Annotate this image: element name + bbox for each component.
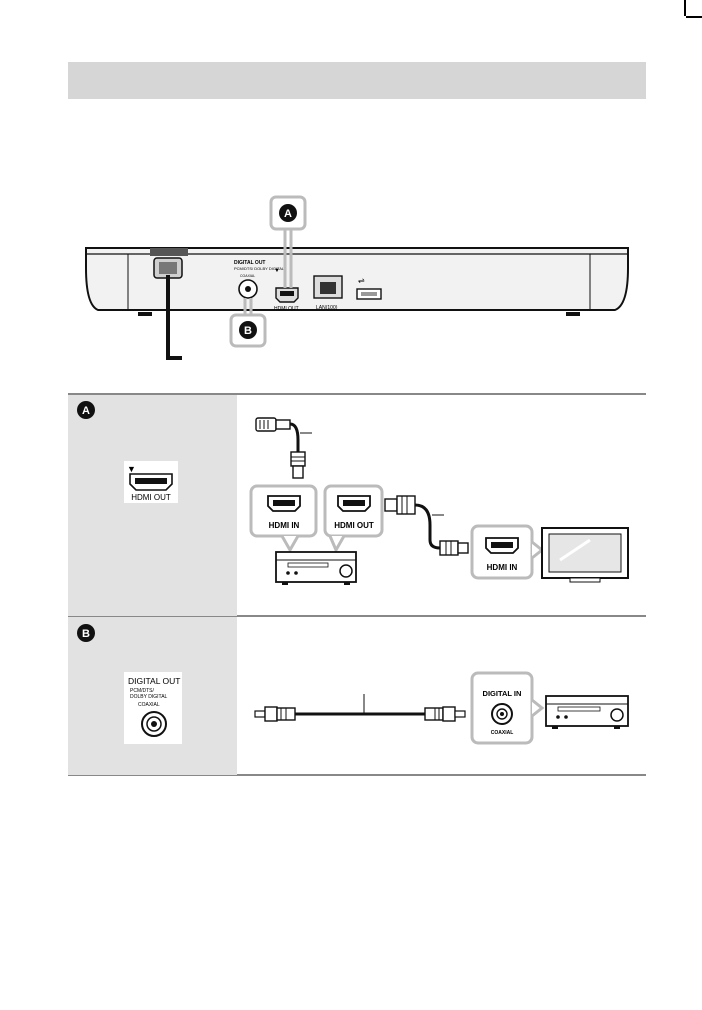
- lan-label: LAN(100): [316, 305, 338, 311]
- lan-port: [313, 275, 343, 299]
- amp-hdmi-out-bubble: HDMI OUT: [323, 484, 384, 538]
- svg-text:A: A: [284, 208, 292, 220]
- amp-digital-in-label: DIGITAL IN: [483, 689, 522, 698]
- player-coaxial-label: COAXIAL: [240, 274, 255, 278]
- row-a-badge: A: [77, 401, 95, 419]
- tv-hdmi-in-bubble: HDMI IN: [470, 524, 545, 580]
- coaxial-cable: [254, 694, 466, 722]
- svg-text:B: B: [82, 628, 90, 640]
- row-b-digital-out-port: DIGITAL OUT PCM/DTS/ DOLBY DIGITAL COAXI…: [124, 672, 182, 744]
- svg-text:A: A: [82, 405, 90, 417]
- player-rear-panel: DIGITAL OUT PCM/DTS/ DOLBY DIGITAL COAXI…: [85, 247, 629, 360]
- row-b-sub1: PCM/DTS/: [130, 688, 155, 694]
- row-b-digital-out-title: DIGITAL OUT: [128, 676, 180, 686]
- svg-text:▼: ▼: [127, 464, 136, 474]
- amp-digital-in-bubble: DIGITAL IN COAXIAL: [470, 671, 545, 745]
- row-b-sub2: DOLBY DIGITAL: [130, 694, 168, 700]
- tv: [541, 527, 629, 583]
- player-digital-out-sub: PCM/DTS/ DOLBY DIGITAL: [234, 266, 285, 271]
- hdmi-port-player: ▼: [274, 268, 299, 303]
- hdmi-cable-tv: [384, 495, 469, 556]
- usb-port: [356, 288, 382, 300]
- row-a-hdmi-out-label: HDMI OUT: [131, 493, 171, 502]
- row-b-coaxial: COAXIAL: [138, 702, 160, 708]
- svg-text:B: B: [244, 325, 252, 337]
- player-digital-out-label: DIGITAL OUT: [234, 260, 265, 266]
- coaxial-jack-player: [238, 279, 258, 299]
- amp-hdmi-in-label: HDMI IN: [269, 521, 300, 530]
- player-hdmi-out-label: HDMI OUT: [274, 306, 299, 312]
- amp-coaxial-label: COAXIAL: [491, 730, 514, 736]
- amp-hdmi-in-bubble: HDMI IN: [249, 484, 318, 538]
- amp-hdmi-out-label: HDMI OUT: [334, 521, 374, 530]
- callout-b-player: B: [229, 298, 267, 348]
- power-cord: [150, 248, 188, 360]
- av-receiver-b: [545, 695, 629, 729]
- crop-mark-vertical: [684, 0, 686, 16]
- callout-a-player: A: [269, 195, 307, 288]
- svg-text:▼: ▼: [274, 268, 280, 274]
- av-receiver-a: [275, 551, 357, 585]
- hdmi-cable-player: [255, 417, 312, 479]
- row-b-badge: B: [77, 624, 95, 642]
- section-header-band: [68, 62, 646, 99]
- row-a-label-cell: [68, 395, 237, 616]
- row-a-hdmi-out-port: ▼ HDMI OUT: [124, 461, 178, 503]
- usb-icon: ⇌: [358, 276, 365, 285]
- tv-hdmi-in-label: HDMI IN: [487, 563, 518, 572]
- crop-mark-horizontal: [686, 16, 702, 18]
